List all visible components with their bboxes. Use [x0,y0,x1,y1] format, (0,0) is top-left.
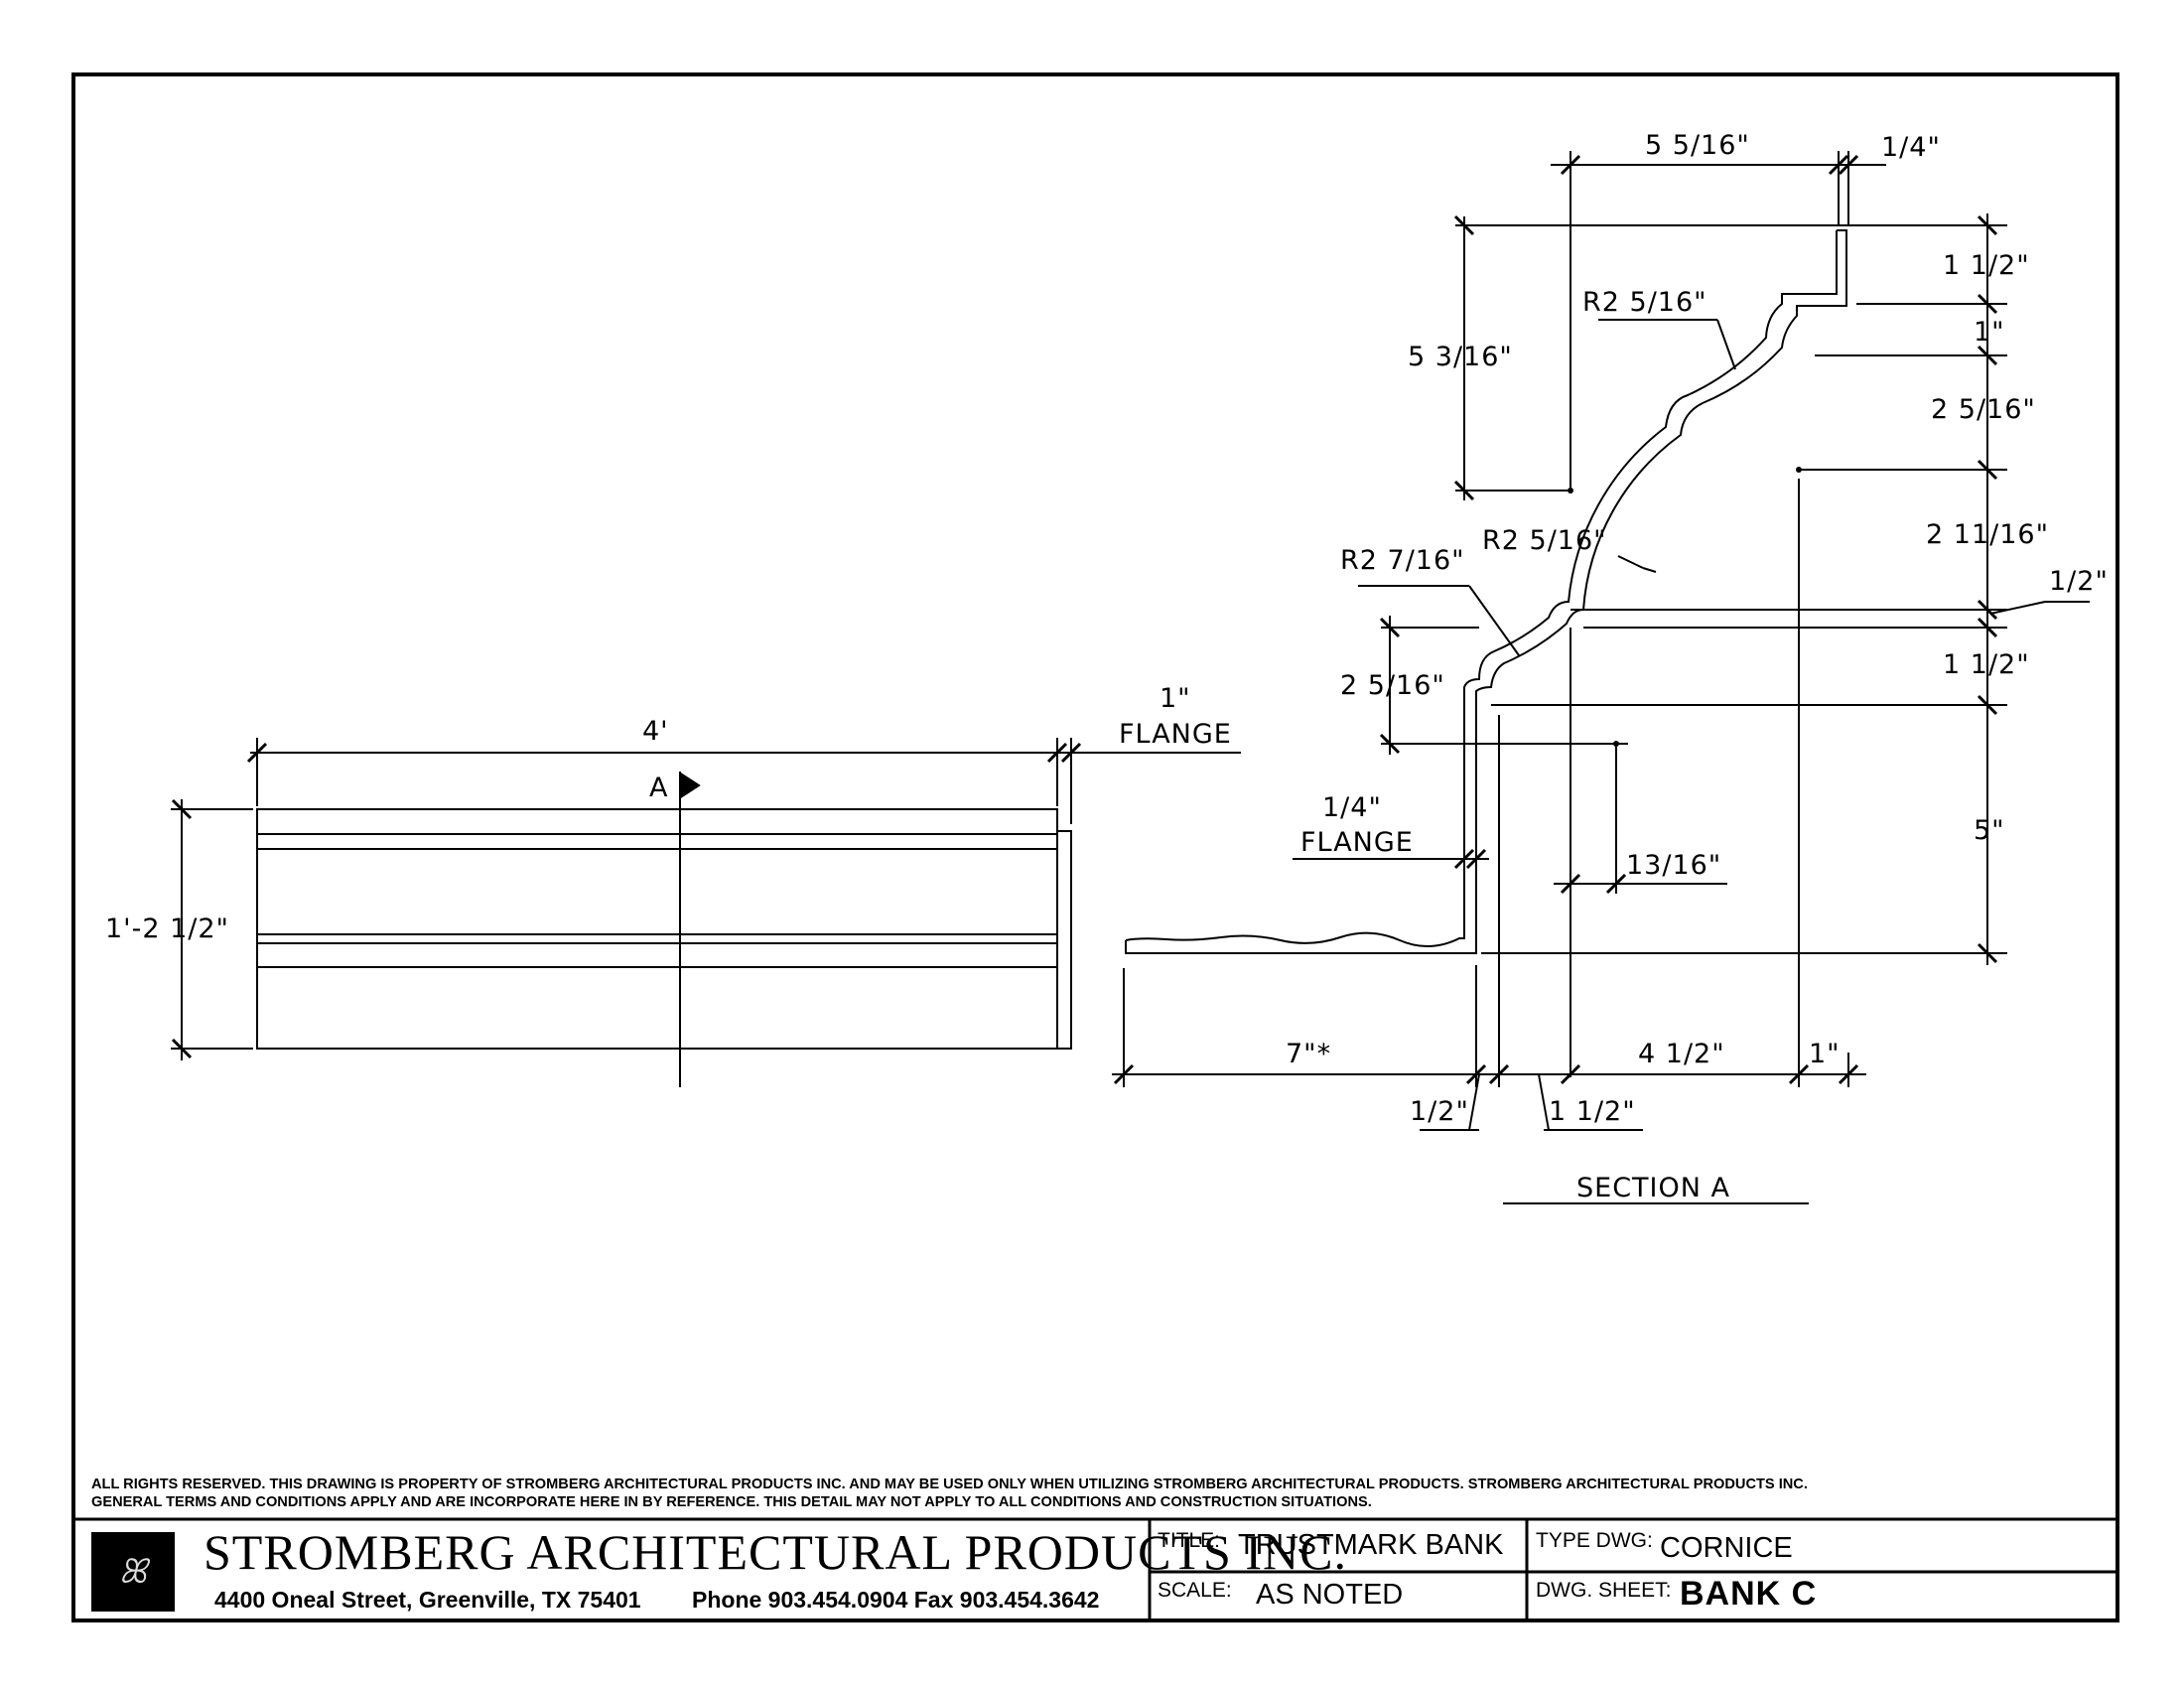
dim-left-2-5-16: 2 5/16" [1340,670,1445,701]
dwg-sheet-value: BANK C [1680,1575,1818,1613]
dim-right-1-2: 1/2" [2049,566,2109,597]
section-profile [1125,229,1847,954]
dim-flange-quarter-value: 1/4" [1322,792,1382,823]
end-flange [1056,830,1072,1050]
section-arrow [681,773,701,798]
flange-word-label: FLANGE [1119,719,1232,750]
dim-bottom-4-1-2: 4 1/2" [1638,1039,1725,1069]
company-address: 4400 Oneal Street, Greenville, TX 75401 [214,1587,641,1613]
title-block-lines [73,1517,2117,1620]
elevation-length-label: 4' [642,716,669,747]
dim-right-2-11-16: 2 11/16" [1926,519,2049,550]
title-value: TRUSTMARK BANK [1238,1529,1504,1561]
legal-notes-line-1: ALL RIGHTS RESERVED. THIS DRAWING IS PRO… [91,1477,1808,1492]
company-phone-fax: Phone 903.454.0904 Fax 903.454.3642 [692,1587,1100,1613]
dim-bottom-1: 1" [1809,1039,1841,1069]
section-dimensions [1112,151,2090,1204]
dim-right-5: 5" [1974,815,2005,846]
scale-value: AS NOTED [1256,1579,1404,1611]
section-title: SECTION A [1576,1173,1730,1203]
section-marker-label: A [649,773,668,803]
dim-top-width: 5 5/16" [1645,130,1750,161]
dim-top-flange: 1/4" [1881,132,1941,163]
dim-rise: 5 3/16" [1408,342,1513,372]
dim-bottom-1-2: 1/2" [1410,1096,1469,1127]
dim-right-1-1-2-mid: 1 1/2" [1943,649,2030,680]
dim-radius-upper: R2 5/16" [1582,287,1707,318]
sheet-border [71,72,2119,1622]
legal-notes: ALL RIGHTS RESERVED. THIS DRAWING IS PRO… [91,1476,2097,1511]
dim-radius-lower: R2 7/16" [1340,545,1465,576]
elevation-view [171,738,1241,1087]
center-marks [1568,467,1802,747]
scale-label: SCALE: [1158,1579,1232,1602]
company-name: STROMBERG ARCHITECTURAL PRODUCTS INC. [204,1524,1347,1580]
dwg-sheet-label: DWG. SHEET: [1536,1579,1672,1602]
dim-bottom-1-1-2: 1 1/2" [1549,1096,1636,1127]
dim-right-2-5-16: 2 5/16" [1931,394,2036,425]
dim-flange-quarter-word: FLANGE [1300,827,1414,858]
elevation-height-label: 1'-2 1/2" [105,914,229,944]
type-dwg-value: CORNICE [1660,1532,1793,1564]
dim-right-1-1-2-top: 1 1/2" [1943,250,2030,281]
dim-bottom-7: 7"* [1286,1039,1331,1069]
cornice-elevation-outline [256,808,1058,1050]
dim-right-1: 1" [1974,317,2005,348]
type-dwg-label: TYPE DWG: [1536,1529,1653,1552]
company-logo: ꕤ [91,1532,175,1612]
legal-notes-line-2: GENERAL TERMS AND CONDITIONS APPLY AND A… [91,1494,1372,1510]
title-label: TITLE: [1158,1529,1221,1552]
logo-mark-icon: ꕤ [118,1552,148,1592]
flange-value-label: 1" [1160,683,1191,714]
dim-offset-13-16: 13/16" [1626,850,1721,881]
dim-radius-middle: R2 5/16" [1482,525,1607,556]
